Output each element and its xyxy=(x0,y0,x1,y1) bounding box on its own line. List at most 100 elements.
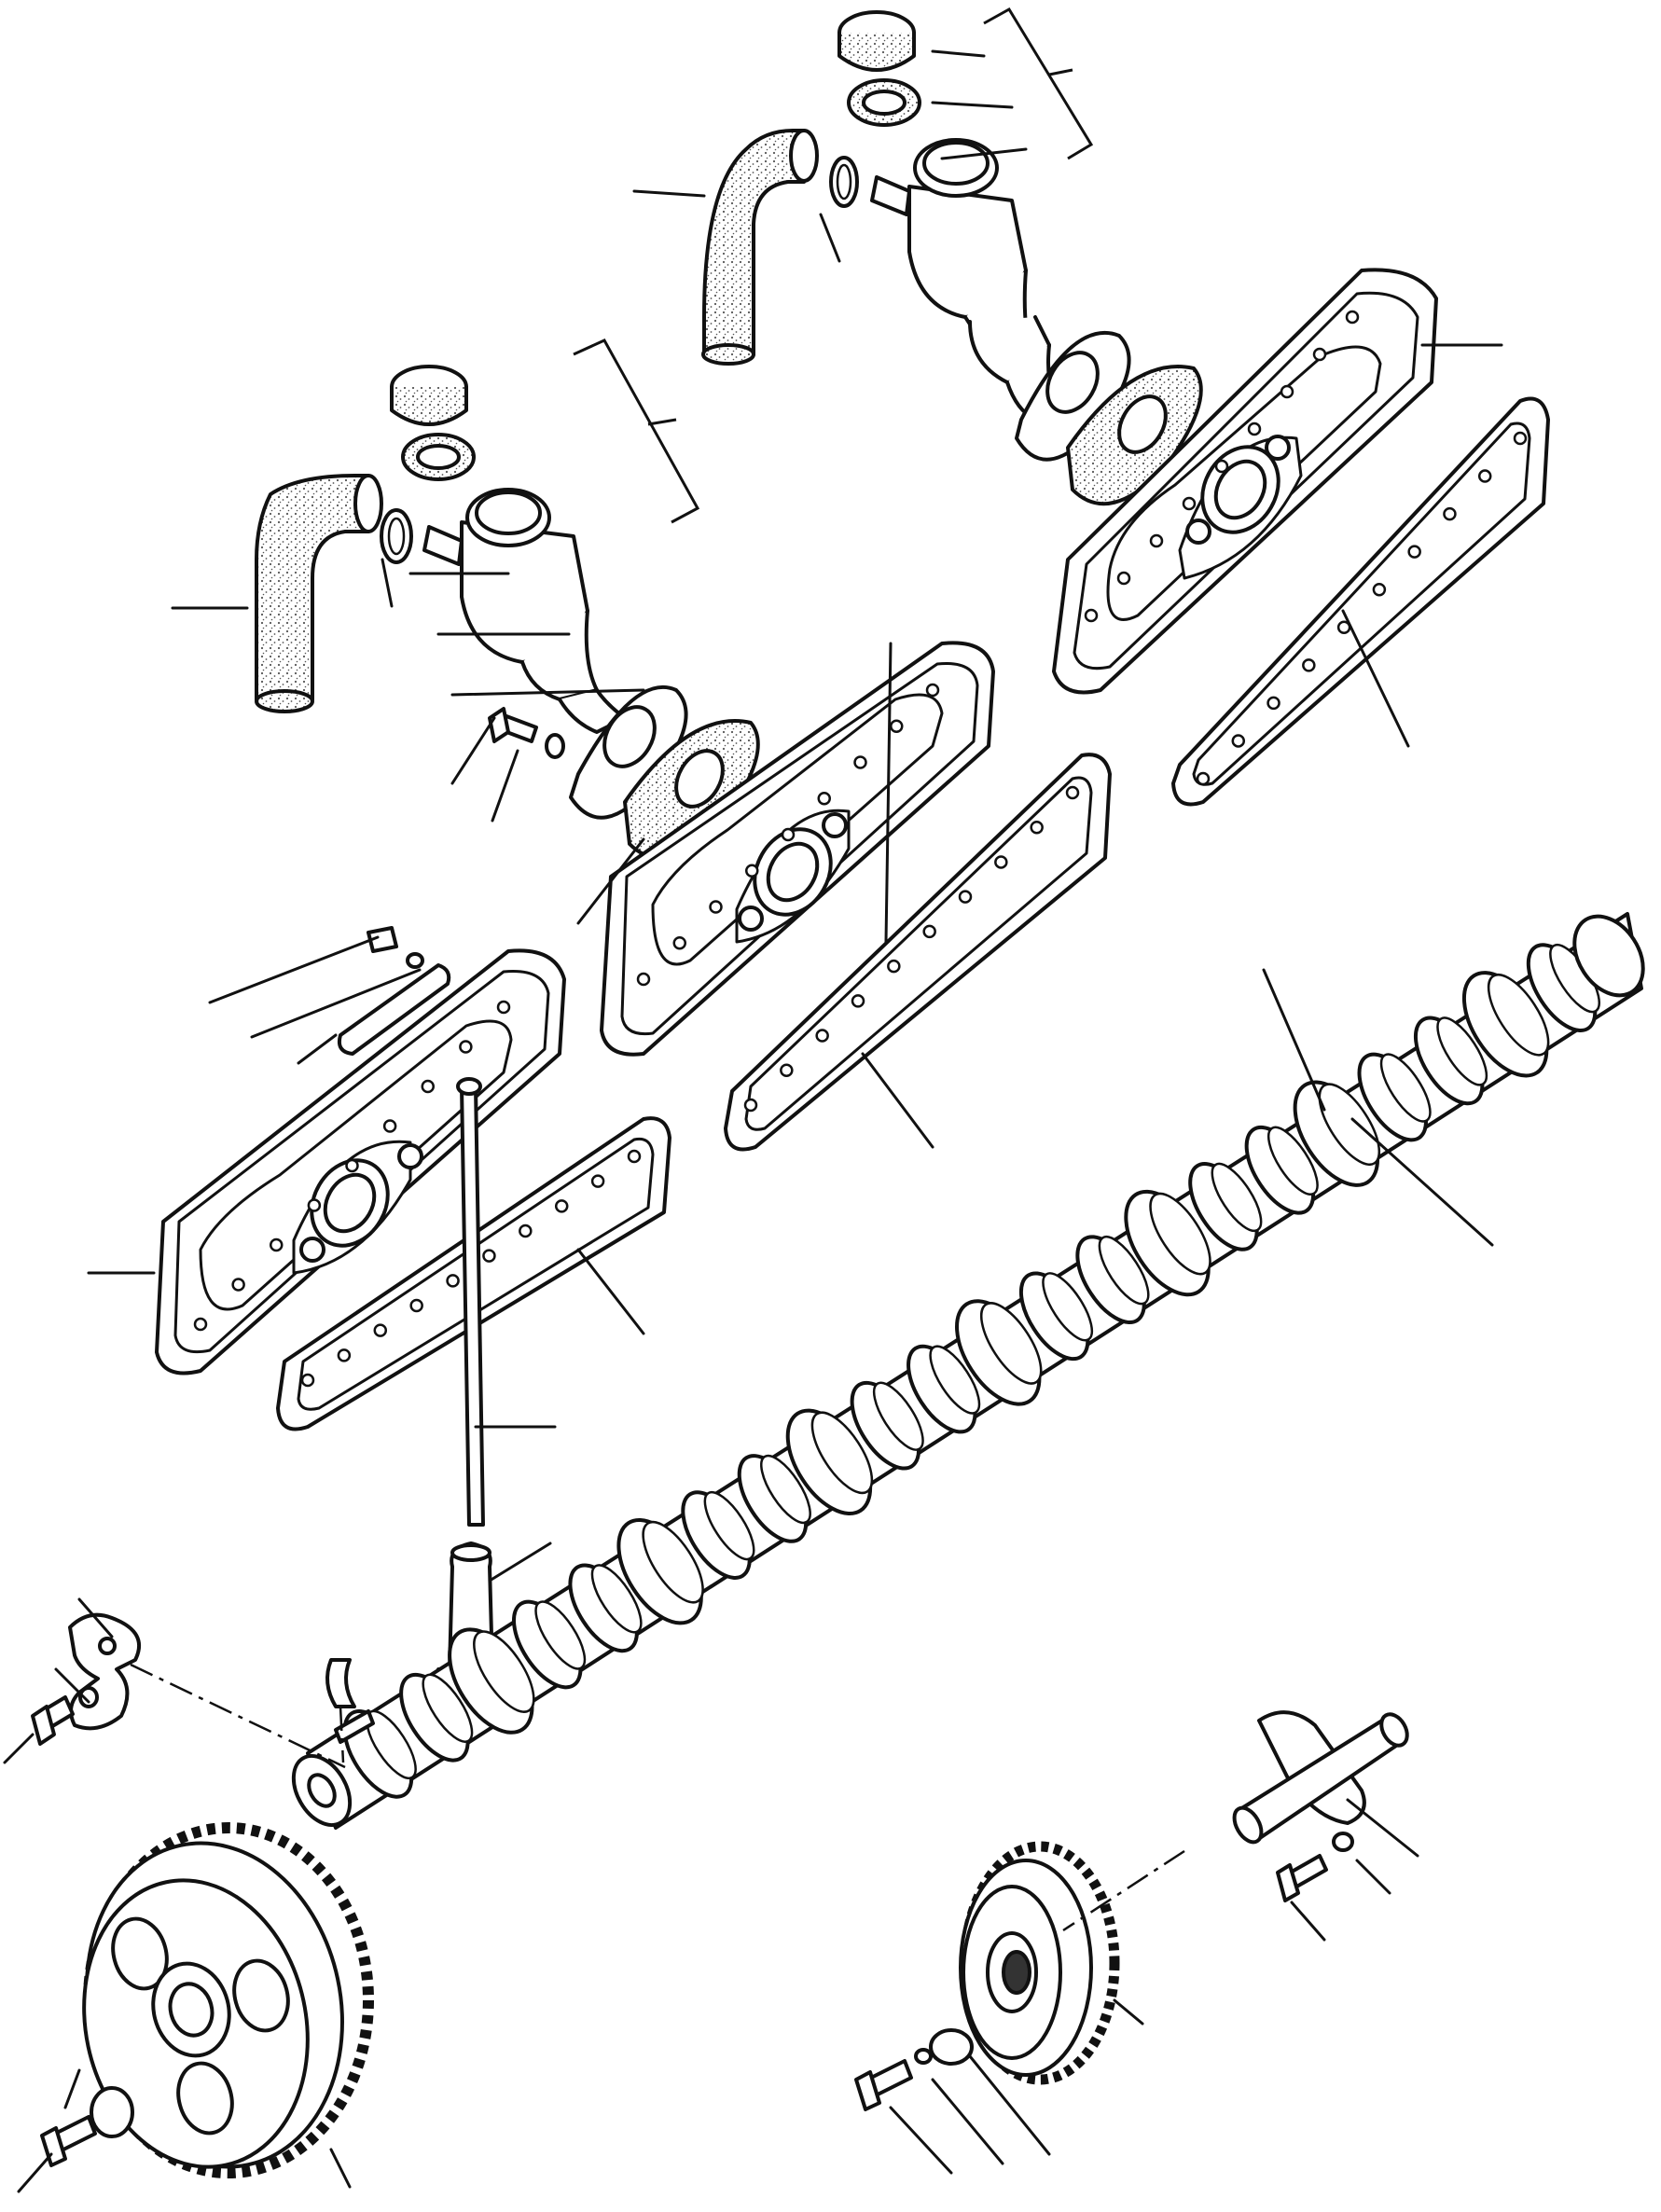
gasket-hole xyxy=(958,890,973,904)
hose-right-end xyxy=(789,129,819,183)
camshaft-lobe-face xyxy=(1487,973,1550,1057)
leader-line-25 xyxy=(488,1541,552,1583)
camshaft-lobe-face xyxy=(703,1490,755,1561)
gasket-hole xyxy=(1407,545,1421,559)
keyway xyxy=(334,1709,375,1744)
leader-line-22 xyxy=(861,1052,934,1149)
flange-washer xyxy=(545,733,565,759)
cam-gear xyxy=(40,1822,374,2178)
gasket-hole xyxy=(373,1323,388,1337)
hose-left-end xyxy=(353,474,383,533)
gasket-hole xyxy=(851,994,865,1008)
gasket-hole xyxy=(1030,820,1044,835)
camshaft-lobe-face xyxy=(1318,1083,1381,1166)
leader-line-31 xyxy=(1290,1901,1326,1942)
gasket-hole xyxy=(815,1029,829,1043)
camshaft-lobe-face xyxy=(979,1302,1043,1385)
leader-line-12 xyxy=(450,716,496,785)
camshaft-lobe-face xyxy=(1149,1192,1211,1276)
camshaft-lobe-face xyxy=(473,1630,535,1713)
gasket-hole xyxy=(922,924,936,939)
gasket-hole xyxy=(1280,384,1294,399)
camshaft-lobe-face xyxy=(590,1564,643,1634)
pushrod-and-tappet xyxy=(432,1077,510,1711)
gasket-hole xyxy=(743,1098,758,1113)
gasket-hole xyxy=(709,900,723,914)
camshaft-lobe-face xyxy=(810,1411,874,1495)
gasket-hole xyxy=(307,1198,322,1212)
leader-line-16 xyxy=(1262,968,1326,1112)
leader-line-10 xyxy=(381,558,394,608)
gasket-hole xyxy=(1214,459,1229,474)
leader-line-37 xyxy=(931,2078,1004,2165)
gasket-hole xyxy=(1312,347,1327,362)
gasket-hole xyxy=(482,1249,496,1263)
leader-line-30 xyxy=(1355,1859,1391,1895)
center-lines xyxy=(130,1663,1185,1932)
leader-line-36 xyxy=(968,2054,1051,2156)
gasket-hole xyxy=(1182,496,1197,511)
gasket-hole xyxy=(446,1274,460,1288)
gasket-hole xyxy=(1247,422,1262,436)
hose-right xyxy=(702,129,806,356)
idler-assembly xyxy=(854,1710,1409,2111)
leader-line-2 xyxy=(940,147,1028,160)
gasket-hole xyxy=(1302,658,1316,672)
idler-snap-ring xyxy=(914,2048,933,2065)
gasket-hole xyxy=(780,1063,794,1078)
cover-washer xyxy=(406,952,424,969)
cover-bolt xyxy=(367,926,398,953)
camshaft-lobe-face xyxy=(1379,1053,1432,1123)
thrust-plate xyxy=(68,1612,141,1731)
gasket-hole xyxy=(300,1373,315,1388)
camshaft-lobe-face xyxy=(1042,1272,1094,1342)
gasket-hole xyxy=(745,864,759,878)
camshaft-rear-end xyxy=(1572,914,1645,998)
camshaft-lobe-face xyxy=(1267,1126,1319,1196)
reference-brackets xyxy=(573,7,1094,524)
gear-washer xyxy=(90,2086,134,2138)
gasket-hole xyxy=(672,936,686,950)
hose-left xyxy=(255,474,370,701)
leader-line-15 xyxy=(884,642,893,944)
gasket-hole xyxy=(193,1317,208,1332)
hose-right-bottom xyxy=(701,343,755,366)
breather-assembly-right xyxy=(701,10,1203,506)
gasket-hole xyxy=(345,1158,359,1173)
gasket-hole xyxy=(421,1079,435,1094)
leader-line-0 xyxy=(931,49,986,58)
gasket-hole xyxy=(496,1000,511,1015)
gasket-hole xyxy=(519,1224,533,1238)
camshaft-lobe-face xyxy=(1098,1236,1150,1306)
gasket-hole xyxy=(627,1149,642,1164)
thrust-washer xyxy=(78,1686,99,1708)
gasket-hole xyxy=(459,1040,473,1054)
leader-line-17 xyxy=(208,935,380,1004)
gasket-hole xyxy=(1196,771,1211,786)
leader-line-23 xyxy=(1350,1117,1494,1247)
gasket-hole xyxy=(636,972,651,987)
idler-shaft-washer xyxy=(1332,1832,1354,1852)
leader-line-9 xyxy=(450,688,645,697)
gasket-hole xyxy=(1267,696,1280,711)
camshaft-lobe-face xyxy=(929,1345,981,1415)
gasket-hole xyxy=(382,1119,397,1133)
leader-line-29 xyxy=(1346,1798,1419,1858)
gasket-hole xyxy=(1084,608,1099,623)
leader-line-35 xyxy=(329,2148,352,2189)
camshaft-lobe-face xyxy=(534,1600,587,1670)
leader-line-34 xyxy=(17,2152,53,2193)
leader-line-26 xyxy=(77,1597,114,1638)
gasket-hole xyxy=(1231,734,1246,748)
leader-line-6 xyxy=(1341,609,1410,748)
leader-line-32 xyxy=(1113,1998,1144,2025)
leader-line-28 xyxy=(3,1733,35,1764)
camshaft-lobe-face xyxy=(1436,1016,1488,1086)
gasket-hole xyxy=(1345,310,1360,325)
tappet-cover-3 xyxy=(1052,268,1438,695)
leader-line-1 xyxy=(931,101,1014,109)
gasket-hole xyxy=(1443,506,1457,521)
gasket-hole xyxy=(554,1199,569,1213)
leader-line-14 xyxy=(576,837,645,925)
